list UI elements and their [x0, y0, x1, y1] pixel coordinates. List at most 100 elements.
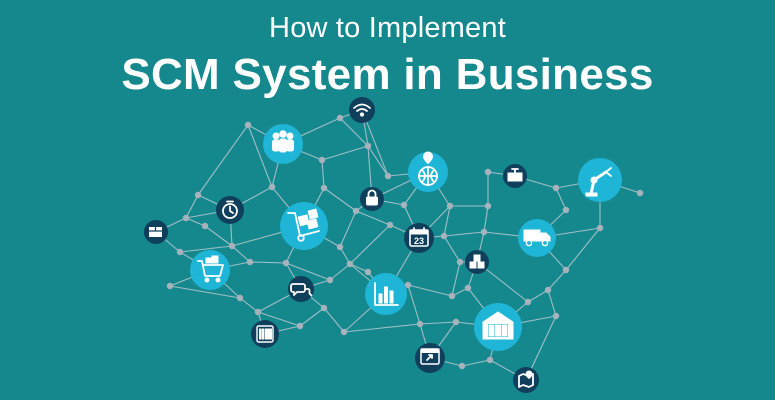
boxes-icon [465, 250, 489, 274]
network-dot [166, 282, 174, 290]
network-dot [236, 294, 244, 302]
map-pin-icon [513, 367, 539, 393]
network-dot [416, 320, 424, 328]
browser-window-icon [415, 343, 445, 373]
barcode-icon [251, 320, 279, 348]
network-line [443, 235, 461, 263]
network-dot [386, 221, 394, 229]
network-line [204, 225, 233, 247]
network-line [249, 261, 287, 264]
network-line [323, 187, 357, 212]
network-line [323, 307, 345, 333]
clock-icon [216, 196, 244, 224]
network-line [461, 359, 491, 367]
network-dot [456, 258, 464, 266]
robot-arm-icon [578, 158, 622, 202]
network-line [339, 117, 369, 147]
network-line [407, 284, 453, 297]
people-icon [263, 124, 303, 164]
network-dot [480, 228, 488, 236]
network-line [239, 297, 259, 313]
network-line [565, 227, 601, 271]
container-icon [503, 164, 527, 188]
network-dot [182, 214, 190, 222]
network-line [355, 210, 391, 226]
network-dot [562, 206, 570, 214]
network-line [555, 187, 567, 211]
network-dot [446, 202, 454, 210]
bar-chart-icon [365, 273, 407, 315]
network-line [179, 245, 233, 253]
network-dot [254, 308, 262, 316]
network-dot [296, 322, 304, 330]
network-dot [524, 298, 532, 306]
network-line [185, 194, 199, 219]
network-dot [320, 184, 328, 192]
network-line [527, 289, 549, 303]
network-dot [346, 260, 354, 268]
network-dot [244, 121, 252, 129]
network-dot [552, 312, 560, 320]
network-dot [268, 183, 276, 191]
network-line [407, 284, 421, 325]
network-line [451, 261, 461, 297]
network-line [483, 205, 489, 233]
network-dot [484, 168, 492, 176]
network-dot [596, 224, 604, 232]
network-dot [486, 356, 494, 364]
network-line [257, 311, 301, 327]
network-line [247, 124, 273, 188]
network-dot [400, 201, 408, 209]
network-dot [282, 259, 290, 267]
network-dot [448, 292, 456, 300]
network-dot [176, 248, 184, 256]
network-lines [155, 109, 641, 381]
hand-truck-icon [280, 202, 328, 250]
network-dot [364, 142, 372, 150]
network-dot [336, 243, 344, 251]
network-line [343, 323, 421, 333]
network-dot [452, 318, 460, 326]
network-line [367, 145, 389, 177]
warehouse-icon [474, 303, 522, 351]
network-dot [458, 362, 466, 370]
network-line [349, 263, 369, 273]
network-dot [320, 304, 328, 312]
network-dot [404, 281, 412, 289]
network-line [339, 210, 357, 248]
network-line [339, 246, 351, 265]
network-dot [336, 114, 344, 122]
network-line [443, 205, 451, 237]
calendar-icon: 23 [404, 223, 434, 253]
calendar-day: 23 [414, 236, 424, 246]
network-line [547, 289, 557, 317]
network-dot [326, 276, 334, 284]
chat-icon [288, 276, 314, 302]
network-line [349, 224, 391, 265]
network-line [443, 231, 485, 237]
network-dot [464, 284, 472, 292]
network-dot [384, 172, 392, 180]
network-line [285, 262, 331, 281]
package-icon [144, 220, 168, 244]
globe-pin-icon [408, 151, 448, 192]
network-line [185, 217, 206, 227]
network-dot [544, 286, 552, 294]
network-line [321, 159, 325, 189]
network-dot [246, 258, 254, 266]
network-dot [440, 232, 448, 240]
network-line [299, 307, 325, 327]
network-dot [194, 191, 202, 199]
network-dot [552, 184, 560, 192]
lock-icon [360, 187, 384, 211]
network-dot [562, 266, 570, 274]
network-dot [636, 189, 644, 197]
network-line [547, 269, 567, 291]
network-dot [318, 156, 326, 164]
network-line [321, 145, 369, 161]
wifi-icon [349, 97, 375, 123]
network-line [329, 263, 351, 281]
network-line [231, 245, 251, 263]
